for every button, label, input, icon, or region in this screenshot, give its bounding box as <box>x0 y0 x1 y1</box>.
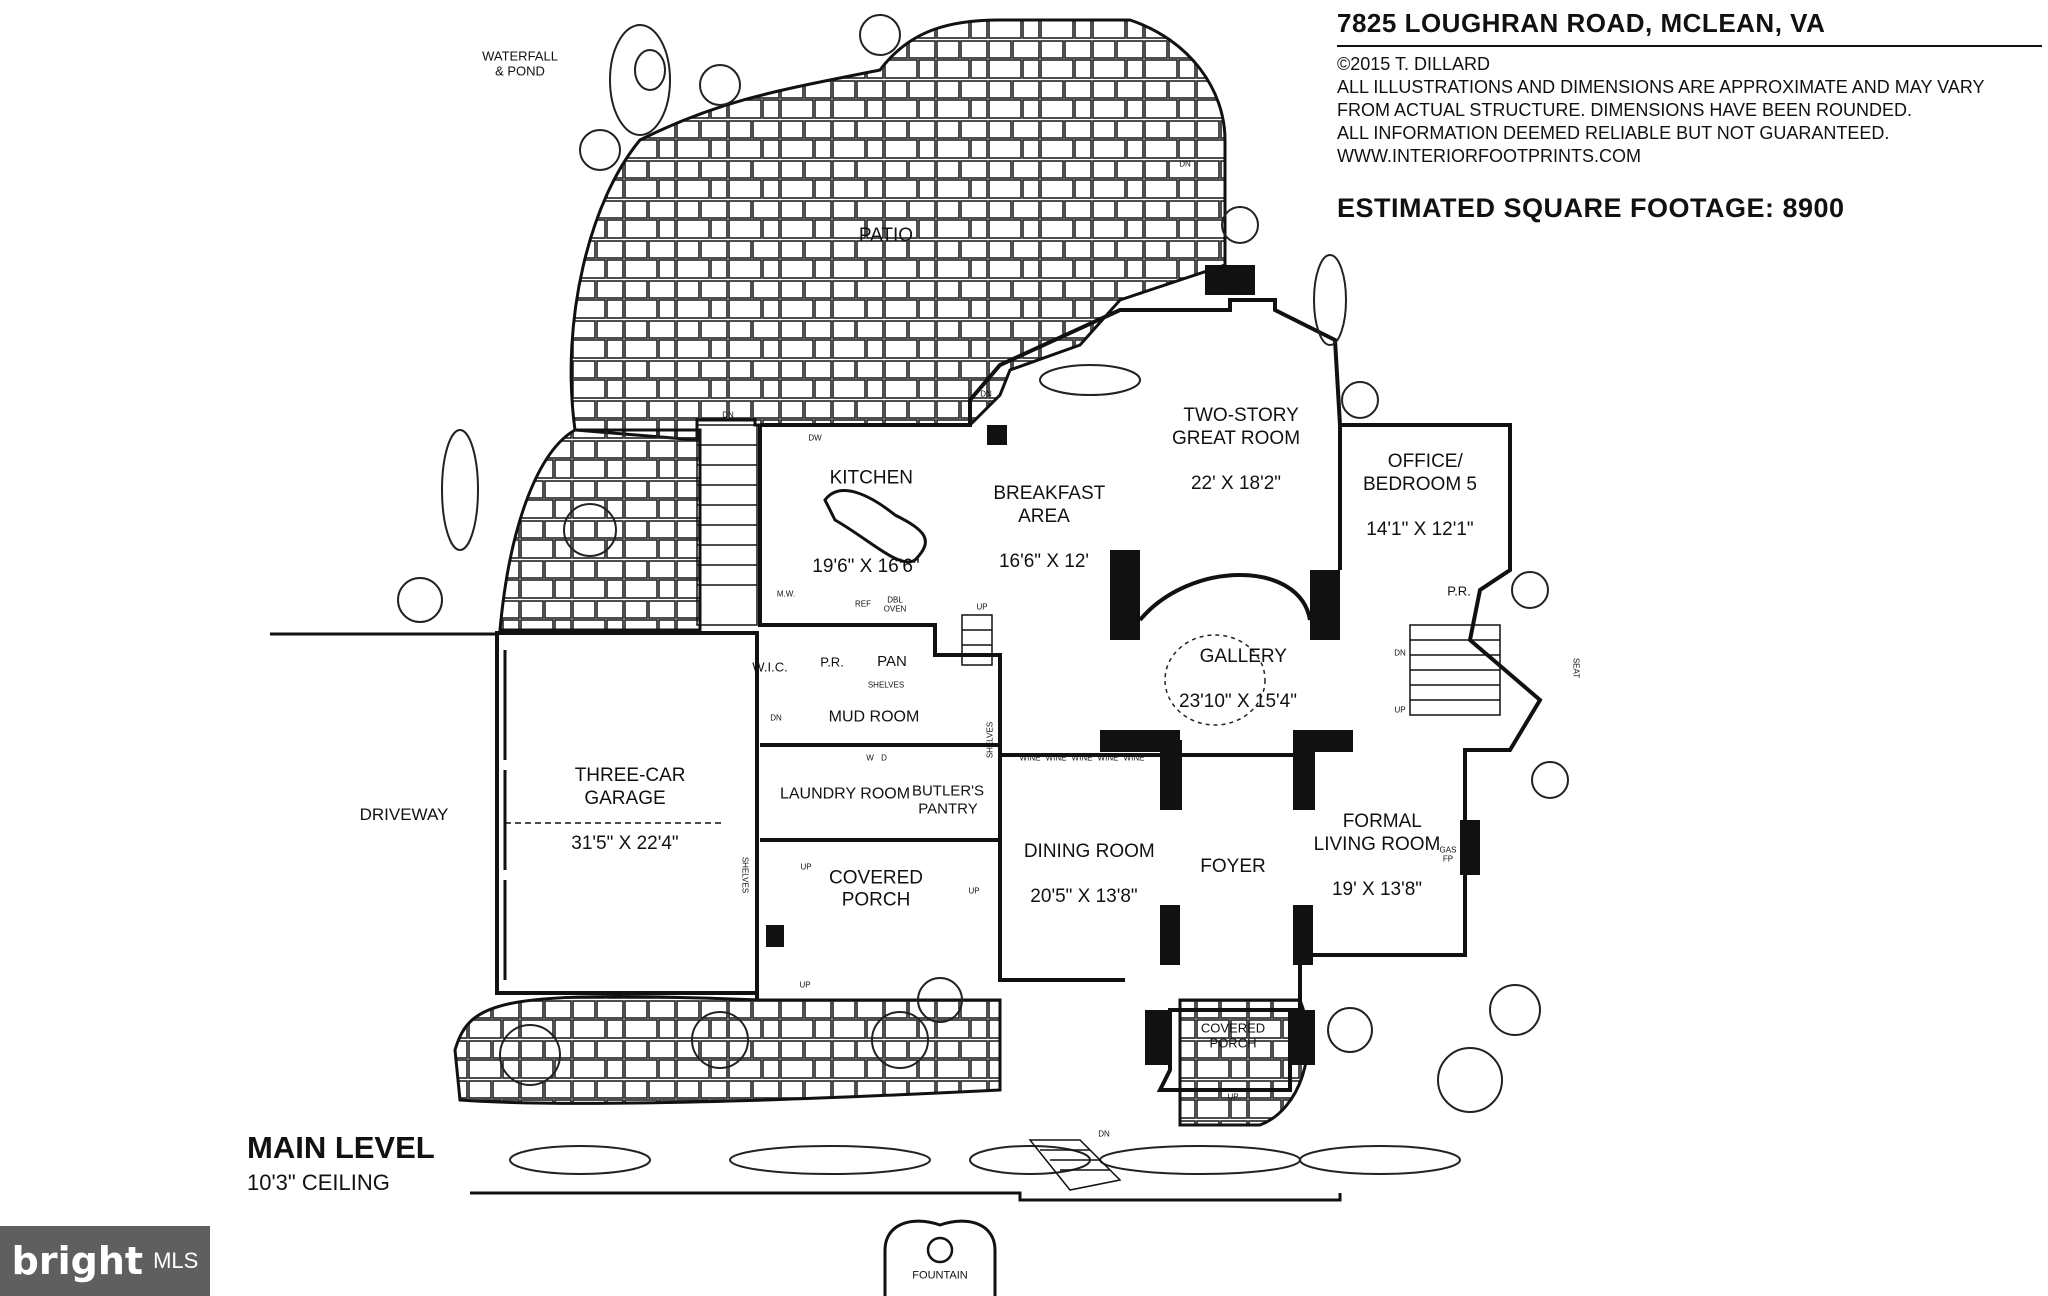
waterfall-label: WATERFALL & POND <box>482 48 558 79</box>
patio-label: PATIO <box>858 224 914 246</box>
stair-up-label: UP <box>968 886 980 896</box>
plan-header: 7825 LOUGHRAN ROAD, MCLEAN, VA ©2015 T. … <box>1337 8 2042 224</box>
stair-up-label: UP <box>799 980 811 990</box>
kitchen-island <box>823 489 927 564</box>
dining-dims: 20'5" X 13'8" <box>1030 886 1138 908</box>
window-seat-label: SEAT <box>1571 657 1581 679</box>
garage-name: THREE-CAR GARAGE <box>574 765 686 809</box>
office-label: OFFICE/ BEDROOM 5 14'1" X 12'1" <box>1363 429 1477 563</box>
gallery-dims: 23'10" X 15'4" <box>1179 691 1297 713</box>
garage-label: THREE-CAR GARAGE 31'5" X 22'4" <box>564 743 685 877</box>
washer-label: W <box>866 753 874 763</box>
driveway-label: DRIVEWAY <box>359 804 449 824</box>
disclaimer-line: ALL INFORMATION DEEMED RELIABLE BUT NOT … <box>1337 123 1890 143</box>
gallery-label: GALLERY 23'10" X 15'4" <box>1179 624 1297 736</box>
gallery-medallion <box>1164 634 1266 726</box>
pantry-label: PAN <box>877 653 907 671</box>
copyright: ©2015 T. DILLARD <box>1337 54 1491 74</box>
foyer-label: FOYER <box>1200 855 1266 877</box>
office-dims: 14'1" X 12'1" <box>1366 518 1474 540</box>
breakfast-name: BREAKFAST AREA <box>993 483 1106 527</box>
front-steps <box>1028 1139 1122 1191</box>
stair-dn-label: DN <box>770 713 782 723</box>
kitchen-name: KITCHEN <box>829 468 913 489</box>
stair-dn-label: DN <box>1394 648 1406 658</box>
breakfast-dims: 16'6" X 12' <box>998 550 1090 572</box>
wine-label: WINE <box>1123 753 1145 763</box>
powder-room-right-label: P.R. <box>1447 583 1471 599</box>
gas-fireplace-living: GAS FP <box>1439 845 1457 864</box>
shelves-butler-label: SHELVES <box>985 721 995 759</box>
mud-room-label: MUD ROOM <box>828 708 920 726</box>
watermark-brand: bright <box>11 1239 144 1283</box>
dining-name: DINING ROOM <box>1023 841 1155 863</box>
ceiling-height: 10'3" CEILING <box>247 1170 390 1195</box>
front-walkway <box>453 995 1002 1105</box>
stairs <box>696 424 1501 716</box>
columns <box>766 265 1480 1065</box>
stair-up-label: UP <box>800 862 812 872</box>
wine-label: WINE <box>1097 753 1119 763</box>
living-name: FORMAL LIVING ROOM <box>1313 811 1441 855</box>
fountain-basin <box>926 1236 954 1264</box>
stair-dn-label: DN <box>1098 1129 1110 1139</box>
great-room-name: TWO-STORY GREAT ROOM <box>1171 405 1301 449</box>
office-name: OFFICE/ BEDROOM 5 <box>1362 451 1478 495</box>
breakfast-label: BREAKFAST AREA 16'6" X 12' <box>983 461 1105 595</box>
property-address: 7825 LOUGHRAN ROAD, MCLEAN, VA <box>1337 8 2042 47</box>
covered-porch-side-label: COVERED PORCH <box>829 867 923 911</box>
fountain-shape <box>883 1219 997 1296</box>
dishwasher-label: DW <box>808 433 822 443</box>
wine-label: WINE <box>1071 753 1093 763</box>
great-room-dims: 22' X 18'2" <box>1190 472 1282 494</box>
watermark-suffix: MLS <box>153 1248 199 1273</box>
stair-up-label: UP <box>1227 1092 1239 1102</box>
stair-dn-label: DN <box>1179 159 1191 169</box>
kitchen-label: KITCHEN <box>819 446 913 491</box>
disclaimer-line: FROM ACTUAL STRUCTURE. DIMENSIONS HAVE B… <box>1337 100 1913 120</box>
shelves-garage-label: SHELVES <box>740 856 750 894</box>
fountain-label: FOUNTAIN <box>912 1269 968 1282</box>
microwave-label: M.W. <box>776 589 796 599</box>
walls <box>495 298 1543 1092</box>
mls-watermark: bright MLS <box>0 1226 210 1296</box>
level-title: MAIN LEVEL <box>247 1130 435 1165</box>
website: WWW.INTERIORFOOTPRINTS.COM <box>1337 146 1641 166</box>
powder-room-left-label: P.R. <box>820 654 844 670</box>
wine-label: WINE <box>1019 753 1041 763</box>
gallery-arc <box>1138 573 1312 622</box>
disclaimer-line: ALL ILLUSTRATIONS AND DIMENSIONS ARE APP… <box>1337 77 1985 97</box>
side-walkway <box>498 428 702 632</box>
dryer-label: D <box>881 753 887 763</box>
stair-dn-label: DN <box>722 410 734 420</box>
laundry-label: LAUNDRY ROOM <box>779 785 911 803</box>
great-room-label: TWO-STORY GREAT ROOM 22' X 18'2" <box>1172 383 1300 517</box>
living-label: FORMAL LIVING ROOM 19' X 13'8" <box>1314 789 1441 923</box>
square-footage: ESTIMATED SQUARE FOOTAGE: 8900 <box>1337 193 1845 223</box>
refrigerator-label: REF <box>855 599 871 609</box>
garage-dims: 31'5" X 22'4" <box>571 832 679 854</box>
front-edge <box>270 632 1342 1202</box>
double-oven-label: DBL OVEN <box>883 595 907 614</box>
gallery-name: GALLERY <box>1199 646 1287 668</box>
dining-label: DINING ROOM 20'5" X 13'8" <box>1013 819 1155 931</box>
wine-label: WINE <box>1045 753 1067 763</box>
garage-doors <box>495 640 725 990</box>
shelves-pantry-label: SHELVES <box>867 680 905 690</box>
stair-up-label: UP <box>976 602 988 612</box>
stair-dn-label: DN <box>980 389 992 399</box>
kitchen-dims: 19'6" X 16'6" <box>812 555 920 577</box>
stair-up-label: UP <box>1394 705 1406 715</box>
butlers-pantry-label: BUTLER'S PANTRY <box>911 782 985 817</box>
covered-porch-front-label: COVERED PORCH <box>1200 1020 1266 1051</box>
wic-label: W.I.C. <box>752 659 788 675</box>
gas-fireplace-great-room: GAS FP <box>1223 274 1241 293</box>
living-dims: 19' X 13'8" <box>1331 878 1423 900</box>
